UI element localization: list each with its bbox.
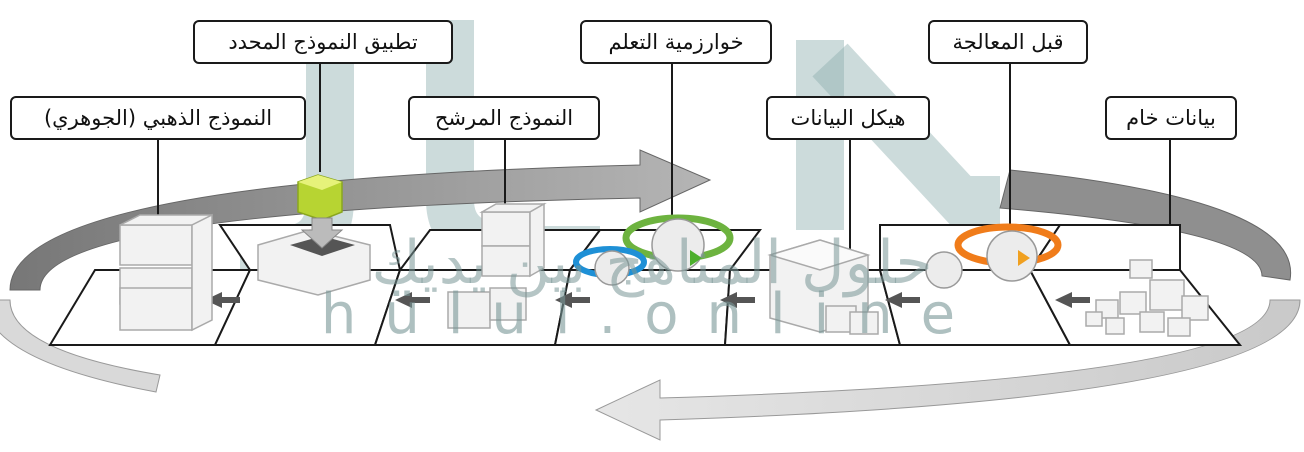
label-raw-data: بيانات خام: [1105, 96, 1237, 140]
label-preprocessing: قبل المعالجة: [928, 20, 1088, 64]
candidate-model-cubes: [447, 202, 547, 329]
label-golden-model: النموذج الذهبي (الجوهري): [10, 96, 306, 140]
flow-arrow-left-bottom: [0, 299, 161, 393]
data-structure-cubes: [767, 239, 879, 335]
label-data-structure: هيكل البيانات: [766, 96, 930, 140]
flow-arrow-top: [9, 149, 712, 291]
label-apply-selected-model: تطبيق النموذج المحدد: [193, 20, 453, 64]
label-learning-algorithm: خوارزمية التعلم: [580, 20, 772, 64]
golden-model-cubes: [119, 213, 213, 332]
floor-arrows: [205, 292, 1090, 308]
learning-algorithm-gears: [573, 214, 734, 286]
raw-data-cubes: [1085, 259, 1209, 337]
watermark-subtitle: حلول المناهج بين يديك: [371, 228, 933, 298]
watermark-url: hülul.online: [320, 282, 984, 347]
preprocessing-gears: [925, 223, 1062, 289]
label-candidate-model: النموذج المرشح: [408, 96, 600, 140]
apply-model-icon: [257, 174, 371, 296]
